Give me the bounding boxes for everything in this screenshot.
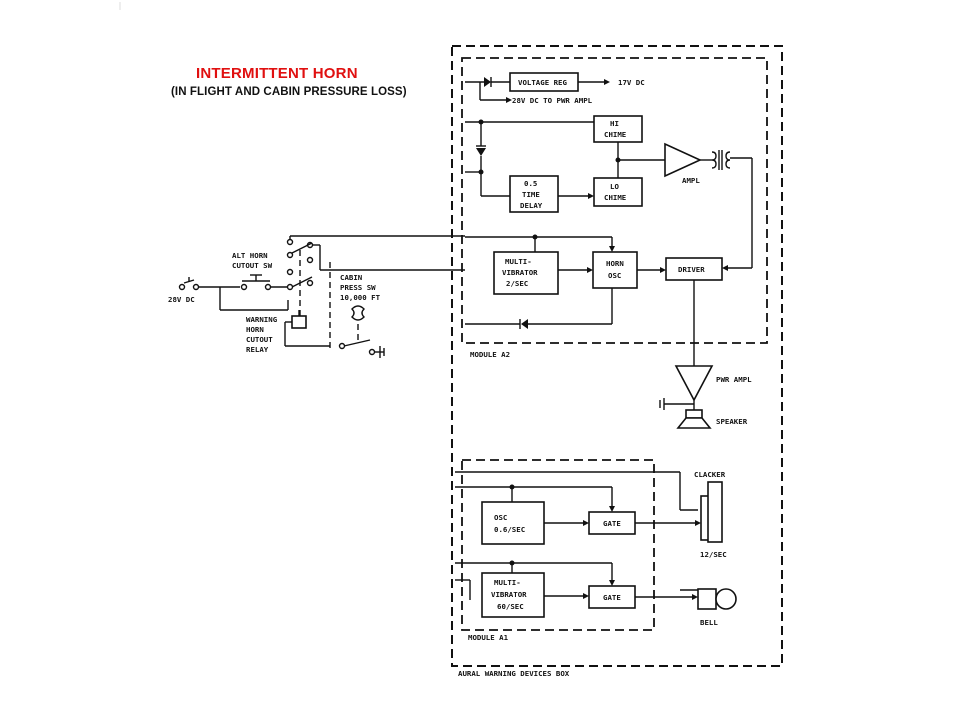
gate2-label: GATE: [603, 593, 621, 602]
mv-a2-label-3: 2/SEC: [506, 279, 528, 288]
time-delay-label-3: DELAY: [520, 201, 543, 210]
bell-icon: [715, 588, 737, 610]
alt-horn-label-1: ALT HORN: [232, 251, 268, 260]
v28-label: 28V DC: [168, 295, 195, 304]
lo-chime-label-2: CHIME: [604, 193, 626, 202]
voltage-reg-label: VOLTAGE REG: [518, 78, 567, 87]
cabin-press-label-2: PRESS SW: [340, 283, 376, 292]
lo-chime-label-1: LO: [610, 182, 619, 191]
diagram-subtitle: (IN FLIGHT AND CABIN PRESSURE LOSS): [171, 86, 407, 98]
hi-chime-block: [593, 115, 643, 143]
mv-a2-label-2: VIBRATOR: [502, 268, 538, 277]
mv-a1-label-2: VIBRATOR: [491, 590, 527, 599]
clacker-label: CLACKER: [694, 470, 726, 479]
bell-label: BELL: [700, 618, 718, 627]
v17-label: 17V DC: [618, 78, 645, 87]
cabin-press-label-1: CABIN: [340, 273, 363, 282]
hi-chime-label-2: CHIME: [604, 130, 626, 139]
clacker-rate-label: 12/SEC: [700, 550, 727, 559]
ampl-label: AMPL: [682, 176, 700, 185]
cabin-press-label-3: 10,000 FT: [340, 293, 381, 302]
gate1-label: GATE: [603, 519, 621, 528]
osc-a1-label-2: 0.6/SEC: [494, 525, 525, 534]
speaker-magnet: [685, 409, 703, 419]
time-delay-label-2: TIME: [522, 190, 540, 199]
pwr-ampl-triangle: [674, 365, 714, 402]
diagram-title: INTERMITTENT HORN: [196, 65, 358, 82]
pressure-bellows-icon: [351, 305, 365, 321]
mv-a1-label-3: 60/SEC: [497, 602, 524, 611]
module-a2-label: MODULE A2: [470, 350, 510, 359]
aural-warning-box-outline: [451, 45, 783, 667]
relay-coil: [291, 315, 307, 329]
multivibrator-a1-block: [481, 572, 545, 618]
module-a2-outline: [461, 57, 768, 344]
relay-label-2: HORN: [246, 325, 264, 334]
osc-a1-label-1: OSC: [494, 513, 507, 522]
relay-label-4: RELAY: [246, 345, 269, 354]
horn-osc-block: [592, 251, 638, 289]
ampl-triangle: [664, 142, 702, 178]
driver-label: DRIVER: [678, 265, 705, 274]
multivibrator-a2-block: [493, 251, 559, 295]
relay-label-3: CUTOUT: [246, 335, 273, 344]
speaker-icon: [676, 417, 712, 429]
v28-pwr-label: 28V DC TO PWR AMPL: [512, 96, 593, 105]
time-delay-block: [509, 175, 559, 213]
horn-osc-label-2: OSC: [608, 271, 621, 280]
osc-a1-block: [481, 501, 545, 545]
time-delay-label-1: 0.5: [524, 179, 537, 188]
hi-chime-label-1: HI: [610, 119, 619, 128]
speaker-label: SPEAKER: [716, 417, 748, 426]
module-a1-outline: [461, 459, 655, 631]
mv-a1-label-1: MULTI-: [494, 578, 521, 587]
alt-horn-label-2: CUTOUT SW: [232, 261, 273, 270]
box-label: AURAL WARNING DEVICES BOX: [458, 669, 570, 678]
clacker-icon: [707, 481, 723, 543]
relay-label-1: WARNING: [246, 315, 278, 324]
pwr-ampl-label: PWR AMPL: [716, 375, 752, 384]
bell-body: [697, 588, 717, 610]
mv-a2-label-1: MULTI-: [505, 257, 532, 266]
module-a1-label: MODULE A1: [468, 633, 509, 642]
horn-osc-label-1: HORN: [606, 259, 624, 268]
